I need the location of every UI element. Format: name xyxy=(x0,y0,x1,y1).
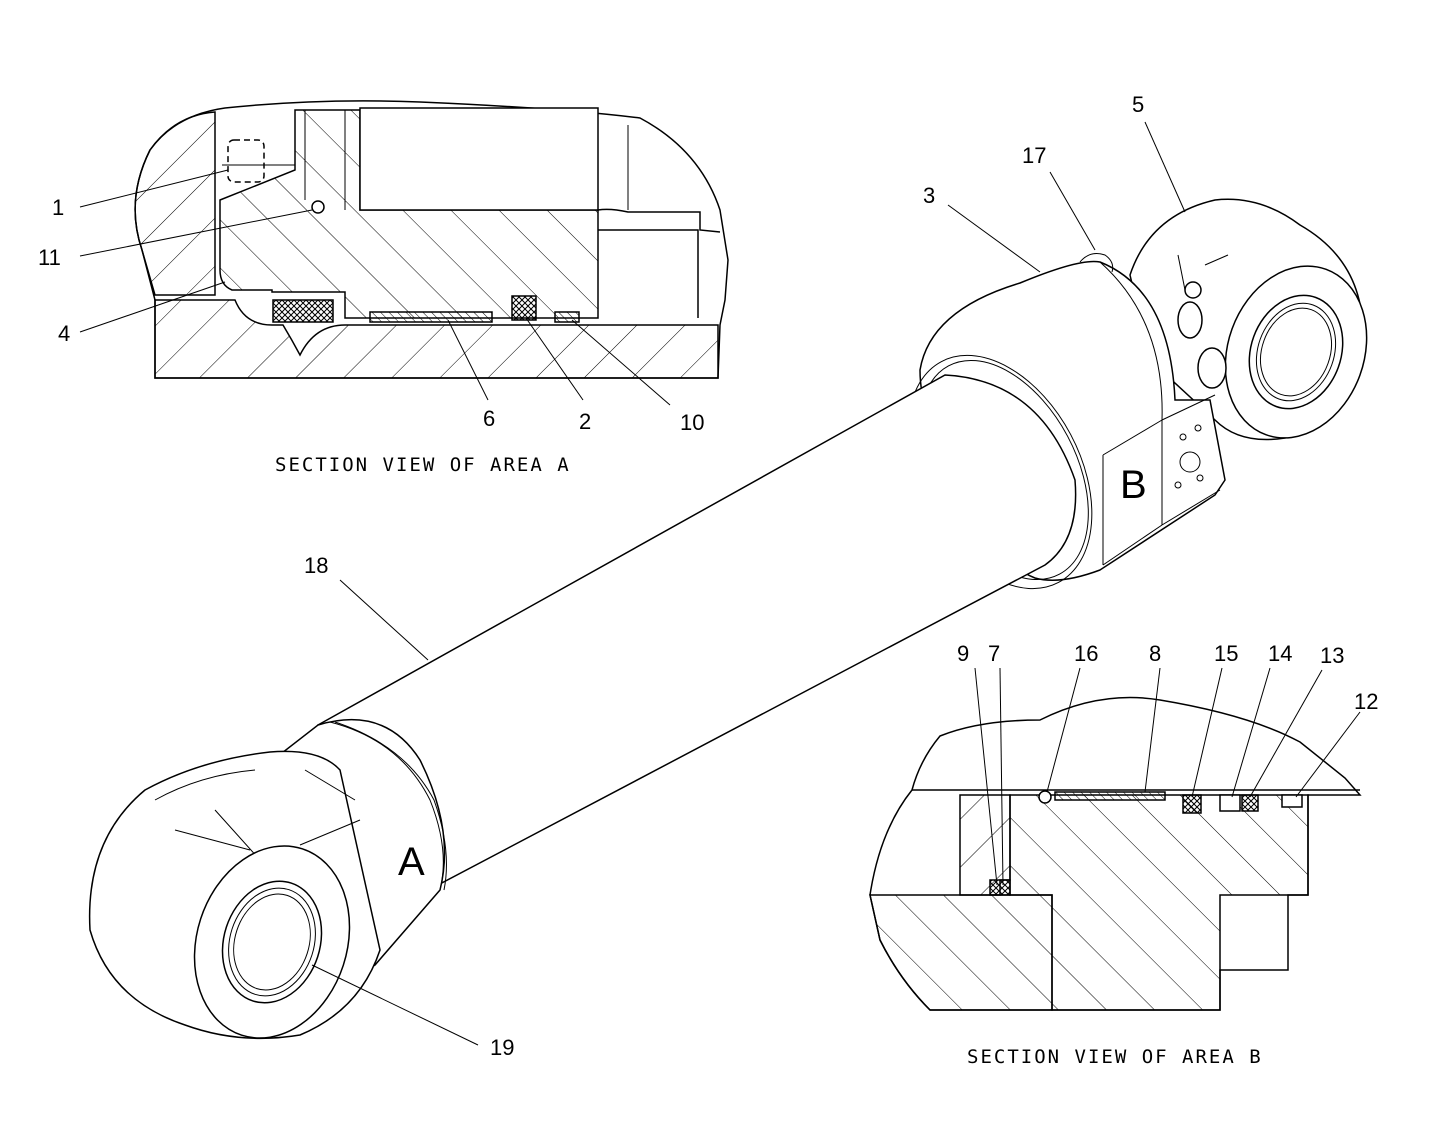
callout-5: 5 xyxy=(1132,92,1144,117)
cylinder-barrel-18 xyxy=(317,374,1077,907)
callout-2: 2 xyxy=(579,409,591,434)
callout-19: 19 xyxy=(490,1035,514,1060)
callout-11: 11 xyxy=(38,245,61,270)
section-b-lower xyxy=(869,894,1053,1011)
section-b-caption: SECTION VIEW OF AREA B xyxy=(967,1046,1263,1068)
callout-13: 13 xyxy=(1320,643,1344,668)
area-b-letter: B xyxy=(1120,463,1147,507)
callout-8: 8 xyxy=(1149,641,1161,666)
section-a-lower-body xyxy=(154,299,719,379)
callout-9: 9 xyxy=(957,641,969,666)
callout-12: 12 xyxy=(1354,689,1378,714)
callout-15: 15 xyxy=(1214,641,1238,666)
callout-3: 3 xyxy=(923,183,935,208)
callout-6: 6 xyxy=(483,406,495,431)
section-a-head-block xyxy=(134,111,216,296)
section-view-a: 1 11 4 6 2 10 SECTION VIEW OF AREA A xyxy=(38,100,729,476)
callout-1: 1 xyxy=(52,195,64,220)
section-view-b: 9 7 16 8 15 14 13 12 SECTION VIEW OF ARE… xyxy=(869,641,1378,1068)
cap-eye-19 xyxy=(88,750,381,1040)
area-a-letter: A xyxy=(398,840,425,884)
section-b-body xyxy=(1009,794,1309,1011)
rod-eye-5 xyxy=(1129,198,1368,441)
callout-4: 4 xyxy=(58,321,70,346)
callout-7: 7 xyxy=(988,641,1000,666)
callout-17: 17 xyxy=(1022,143,1046,168)
callout-16: 16 xyxy=(1074,641,1098,666)
callout-18: 18 xyxy=(304,553,328,578)
cylinder-assembly: B A 3 17 5 18 19 xyxy=(88,92,1368,1060)
callout-10: 10 xyxy=(680,410,704,435)
callout-14: 14 xyxy=(1268,641,1292,666)
section-a-caption: SECTION VIEW OF AREA A xyxy=(275,454,571,476)
